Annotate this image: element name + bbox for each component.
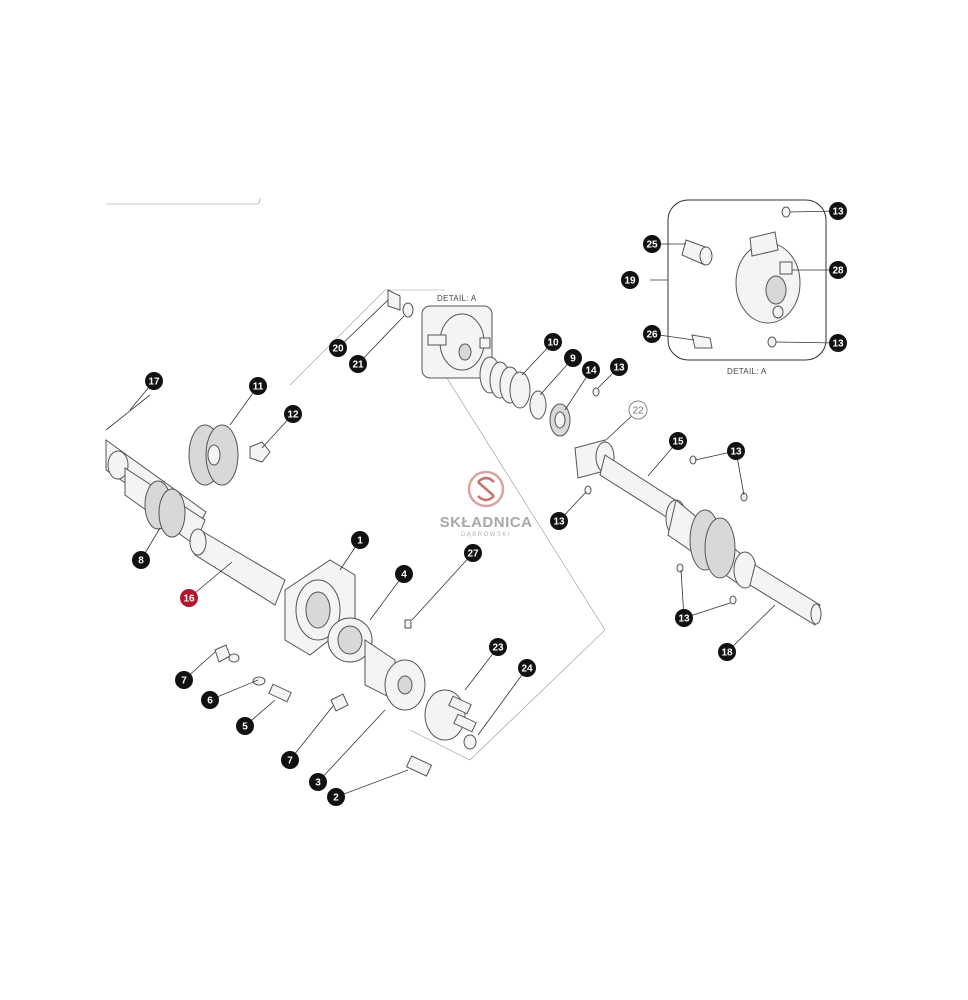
svg-text:16: 16 — [183, 594, 195, 605]
detail-label-inset: DETAIL: A — [727, 367, 767, 376]
callout-21: 21 — [349, 355, 367, 373]
svg-text:13: 13 — [553, 517, 565, 528]
callout-17: 17 — [145, 372, 163, 390]
svg-text:2: 2 — [333, 793, 339, 804]
detail-outline — [289, 289, 606, 761]
svg-text:20: 20 — [332, 344, 344, 355]
svg-text:13: 13 — [678, 614, 690, 625]
svg-text:13: 13 — [613, 363, 625, 374]
callout-2: 2 — [327, 788, 345, 806]
callout-26: 26 — [643, 325, 661, 343]
callout-23: 23 — [489, 638, 507, 656]
svg-text:8: 8 — [138, 556, 144, 567]
right-shaft-assembly — [574, 387, 822, 626]
callouts: 1 2 3 4 5 6 7 7 8 9 10 11 12 13 13 13 13… — [132, 202, 847, 806]
svg-text:21: 21 — [352, 360, 364, 371]
detail-label-top: DETAIL: A — [437, 294, 477, 303]
callout-20: 20 — [329, 339, 347, 357]
callout-10: 10 — [544, 333, 562, 351]
callout-27: 27 — [464, 544, 482, 562]
svg-text:25: 25 — [646, 240, 658, 251]
callout-1: 1 — [351, 531, 369, 549]
callout-13-right-lower: 13 — [675, 609, 693, 627]
callout-24: 24 — [518, 659, 536, 677]
svg-text:13: 13 — [832, 207, 844, 218]
svg-text:13: 13 — [730, 447, 742, 458]
callout-8: 8 — [132, 551, 150, 569]
spring-washer-group — [479, 356, 571, 437]
callout-5: 5 — [236, 717, 254, 735]
svg-text:13: 13 — [832, 339, 844, 350]
callout-7-left: 7 — [175, 671, 193, 689]
watermark-logo — [467, 470, 505, 508]
svg-text:23: 23 — [492, 643, 504, 654]
callout-12: 12 — [284, 405, 302, 423]
callout-25: 25 — [643, 235, 661, 253]
callout-16: 16 — [180, 589, 198, 607]
callout-3: 3 — [309, 773, 327, 791]
callout-28: 28 — [829, 261, 847, 279]
callout-13-top-center: 13 — [610, 358, 628, 376]
callout-14: 14 — [582, 361, 600, 379]
svg-text:27: 27 — [467, 549, 479, 560]
watermark-sub: DĄBROWSKI — [461, 532, 511, 538]
callout-22: 22 — [628, 400, 648, 420]
svg-text:17: 17 — [148, 377, 160, 388]
svg-text:7: 7 — [181, 676, 187, 687]
callout-6: 6 — [201, 691, 219, 709]
svg-text:12: 12 — [287, 410, 299, 421]
callout-13-right-upper: 13 — [727, 442, 745, 460]
svg-text:7: 7 — [287, 756, 293, 767]
svg-text:4: 4 — [401, 570, 407, 581]
svg-text:15: 15 — [672, 437, 684, 448]
sprocket-right — [689, 509, 736, 579]
callout-11: 11 — [249, 377, 267, 395]
bearing-assembly — [214, 559, 477, 777]
sprocket-8 — [144, 480, 186, 538]
svg-text:22: 22 — [632, 406, 644, 417]
detail-a-top — [387, 289, 493, 379]
sprocket-11 — [188, 424, 239, 486]
svg-text:10: 10 — [547, 338, 559, 349]
callout-15: 15 — [669, 432, 687, 450]
svg-text:6: 6 — [207, 696, 213, 707]
svg-text:3: 3 — [315, 778, 321, 789]
svg-text:14: 14 — [585, 366, 597, 377]
left-shaft-assembly — [105, 394, 286, 606]
callout-4: 4 — [395, 565, 413, 583]
svg-text:5: 5 — [242, 722, 248, 733]
svg-text:9: 9 — [570, 354, 576, 365]
detail-a-inset — [650, 199, 827, 361]
callout-19: 19 — [621, 271, 639, 289]
callout-7-bottom: 7 — [281, 751, 299, 769]
callout-13-inset-top: 13 — [829, 202, 847, 220]
callout-13-inset-bottom: 13 — [829, 334, 847, 352]
callout-18: 18 — [718, 643, 736, 661]
svg-text:19: 19 — [624, 276, 636, 287]
frame-fragment — [106, 197, 261, 205]
svg-text:24: 24 — [521, 664, 533, 675]
watermark-name: SKŁADNICA — [440, 514, 533, 531]
svg-text:1: 1 — [357, 536, 363, 547]
svg-text:28: 28 — [832, 266, 844, 277]
callout-13-mid-center: 13 — [550, 512, 568, 530]
svg-text:18: 18 — [721, 648, 733, 659]
svg-text:11: 11 — [253, 382, 264, 393]
svg-text:26: 26 — [646, 330, 658, 341]
callout-9: 9 — [564, 349, 582, 367]
